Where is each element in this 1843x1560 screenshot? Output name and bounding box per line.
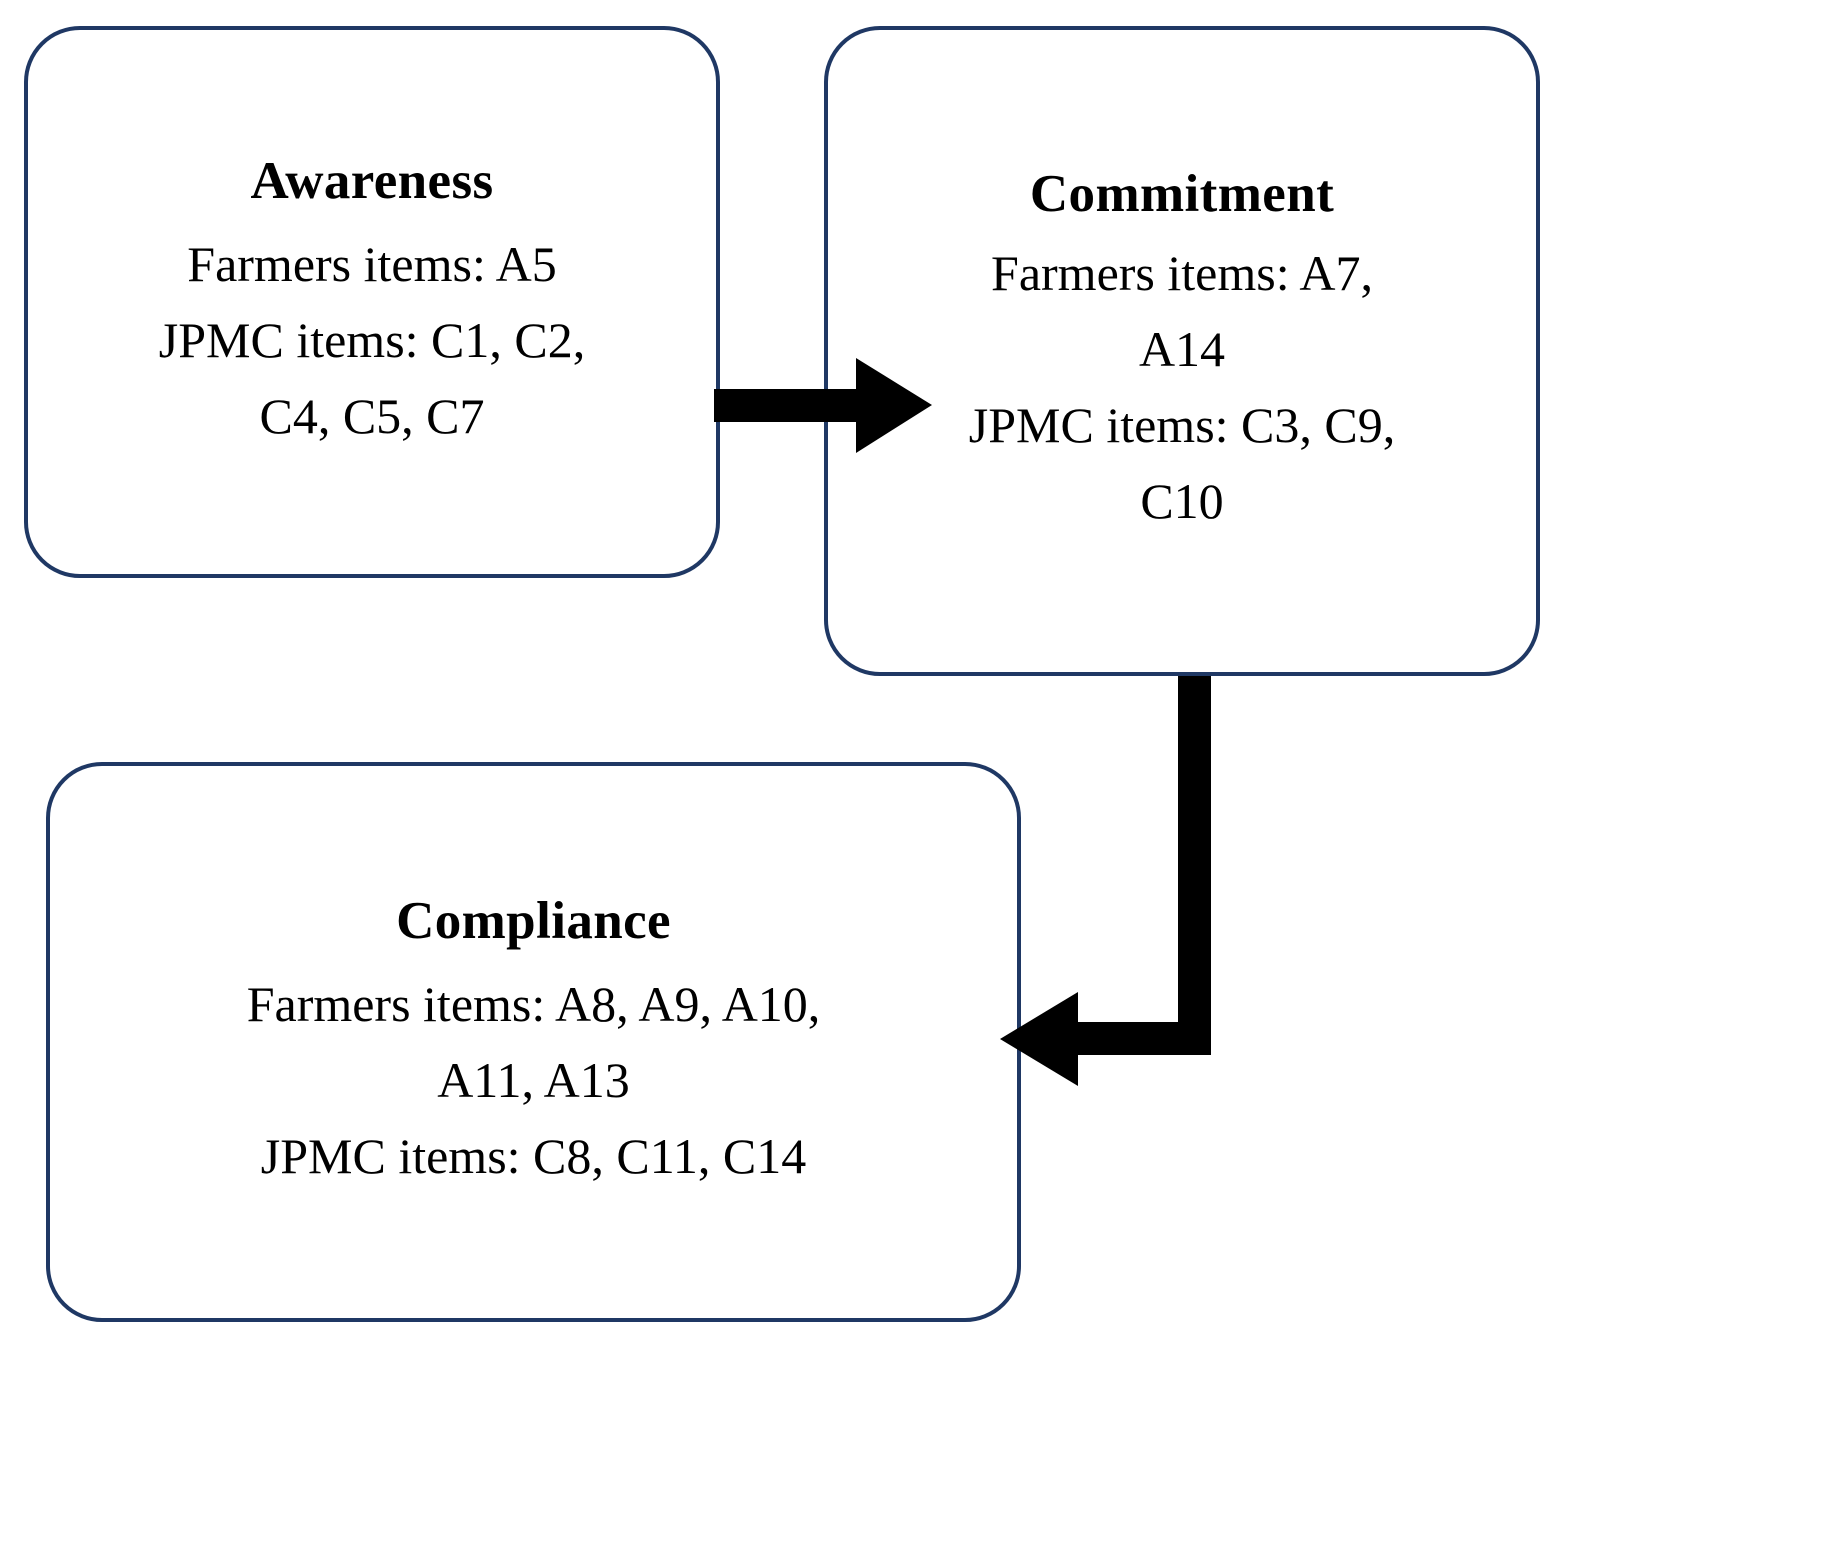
arrow-shaft-horizontal-2 <box>1072 1022 1211 1055</box>
node-awareness-line-3: C4, C5, C7 <box>259 388 485 445</box>
node-commitment-line-1: Farmers items: A7, <box>991 245 1373 302</box>
node-commitment-line-2: A14 <box>1138 321 1226 378</box>
node-awareness-title: Awareness <box>250 151 494 210</box>
node-awareness-body: Farmers items: A5 JPMC items: C1, C2, C4… <box>125 226 620 454</box>
node-awareness-line-1: Farmers items: A5 <box>187 236 557 293</box>
node-commitment-title: Commitment <box>1029 164 1335 223</box>
node-commitment-line-3: JPMC items: C3, C9, <box>968 397 1396 454</box>
node-compliance-line-2: A11, A13 <box>437 1052 630 1109</box>
node-commitment-line-4: C10 <box>1140 473 1224 530</box>
node-compliance-line-1: Farmers items: A8, A9, A10, <box>246 976 821 1033</box>
connector-commitment-to-compliance <box>1000 676 1211 1086</box>
node-compliance[interactable]: Compliance Farmers items: A8, A9, A10, A… <box>46 762 1021 1322</box>
node-compliance-body: Farmers items: A8, A9, A10, A11, A13 JPM… <box>217 966 851 1194</box>
node-commitment[interactable]: Commitment Farmers items: A7, A14 JPMC i… <box>824 26 1540 676</box>
node-compliance-line-3: JPMC items: C8, C11, C14 <box>260 1128 807 1185</box>
arrow-shaft-vertical <box>1178 676 1211 1055</box>
node-awareness-line-2: JPMC items: C1, C2, <box>158 312 586 369</box>
node-awareness[interactable]: Awareness Farmers items: A5 JPMC items: … <box>24 26 720 578</box>
node-commitment-body: Farmers items: A7, A14 JPMC items: C3, C… <box>941 235 1424 539</box>
node-compliance-title: Compliance <box>396 891 671 950</box>
